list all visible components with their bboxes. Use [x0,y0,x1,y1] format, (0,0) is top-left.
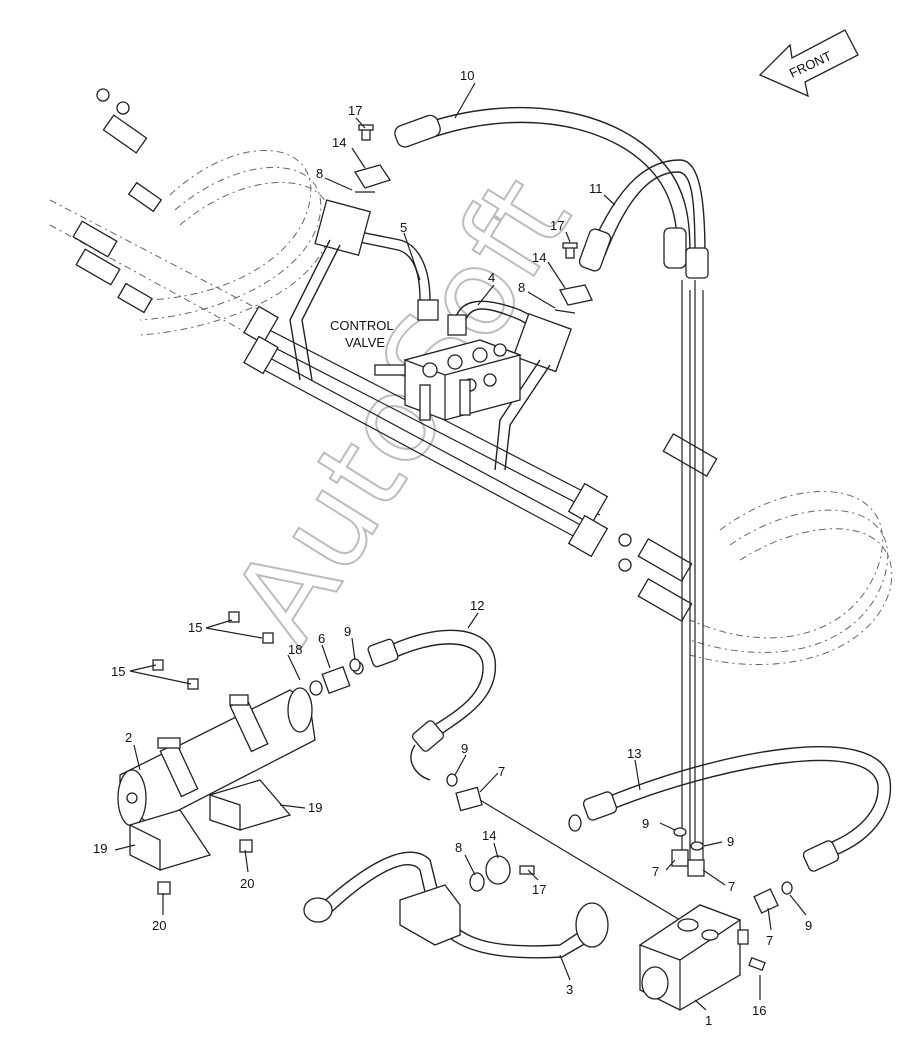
hose-12 [367,629,496,781]
callout-13: 13 [627,746,641,761]
fittings-7-right [349,658,793,914]
callout-18: 18 [288,642,302,657]
callout-8-upper: 8 [316,166,323,181]
callout-14-lower: 14 [482,828,496,843]
bracket-19-right [208,779,292,831]
left-flange-fittings [72,88,163,314]
callout-20-right: 20 [240,876,254,891]
callout-4: 4 [488,270,495,285]
callout-19-left: 19 [93,841,107,856]
clamp-14-upper [353,124,392,193]
control-valve-label-line2: VALVE [345,335,385,350]
callout-14-upper: 14 [332,135,346,150]
tube-5 [314,199,439,321]
callout-8-lower: 8 [455,840,462,855]
callout-3: 3 [566,982,573,997]
callout-8-mid: 8 [518,280,525,295]
callout-20-left: 20 [152,918,166,933]
bolts-20 [157,839,253,895]
callout-9-right-a: 9 [642,816,649,831]
tube-5-lower-2 [301,244,341,381]
relief-valve-1 [638,904,766,1011]
control-valve [374,339,523,421]
callout-7-mid: 7 [498,764,505,779]
callout-17-upper: 17 [348,103,362,118]
callout-5: 5 [400,220,407,235]
callout-9-right-c: 9 [805,918,812,933]
clamp-14-lower [469,855,535,892]
front-arrow-icon: FRONT [758,29,859,98]
callout-6: 6 [318,631,325,646]
callout-7-right-c: 7 [766,933,773,948]
callout-7-right-a: 7 [652,864,659,879]
hose-11 [578,159,709,279]
hose-10 [394,106,691,261]
callout-12: 12 [470,598,484,613]
callout-10: 10 [460,68,474,83]
callout-2: 2 [125,730,132,745]
oil-cooler [117,687,316,827]
callout-15-left: 15 [111,664,125,679]
control-valve-label-line1: CONTROL [330,318,394,333]
hose-13 [568,746,892,872]
right-dashed-hoses [689,490,893,666]
bolts-15 [152,611,274,690]
callout-17-lower: 17 [532,882,546,897]
callout-11: 11 [589,181,603,196]
callout-16: 16 [752,1003,766,1018]
fitting-7-lower [455,786,681,921]
callout-9-right-b: 9 [727,834,734,849]
callout-9-mid: 9 [461,741,468,756]
callout-7-right-b: 7 [728,879,735,894]
bracket-19-left [128,809,212,872]
leader-lines [114,82,807,1011]
callout-19-right: 19 [308,800,322,815]
clamp-14-mid [554,242,593,314]
callout-14-mid: 14 [532,250,546,265]
tube-4 [447,300,572,471]
callout-15-upper: 15 [188,620,202,635]
tube-3 [303,851,609,959]
tube-5-lower [289,239,331,381]
right-flange-fittings [618,432,718,623]
callout-1: 1 [705,1013,712,1028]
callout-labels: 10 17 14 8 5 11 17 14 4 8 12 15 6 9 18 1… [93,68,812,1028]
callout-9-upper: 9 [344,624,351,639]
callout-17-mid: 17 [550,218,564,233]
